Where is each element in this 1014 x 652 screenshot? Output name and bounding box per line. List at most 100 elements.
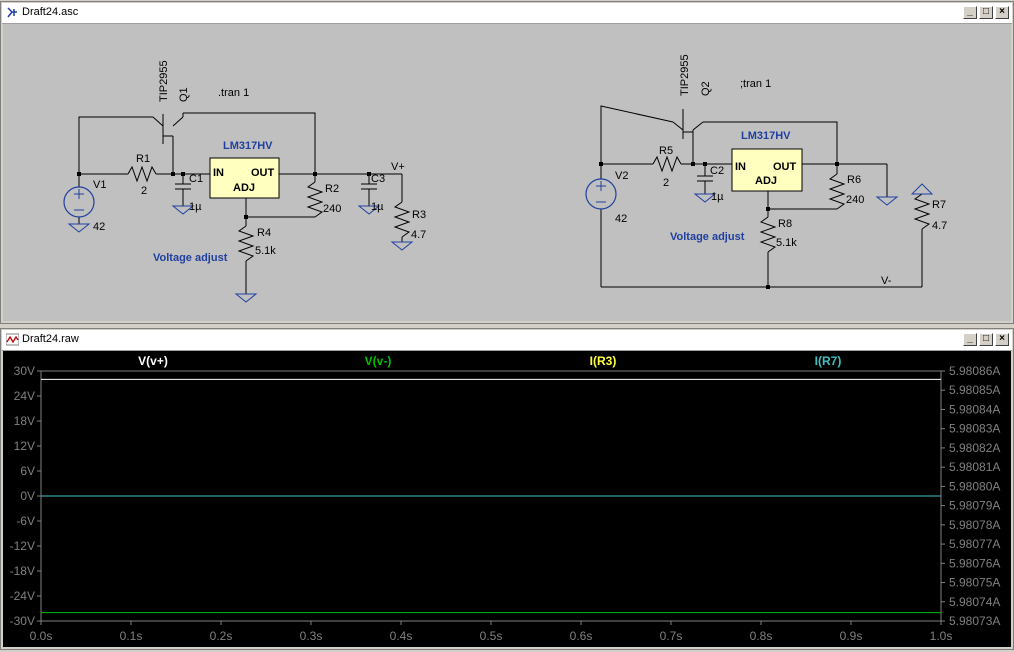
y-right-tick-label: 5.98076A <box>949 556 1000 570</box>
lm317-label-2: LM317HV <box>741 130 791 142</box>
plot-title: Draft24.raw <box>22 333 79 345</box>
y-right-tick-label: 5.98081A <box>949 460 1000 474</box>
adj-pin-2: ADJ <box>755 175 777 187</box>
v2-label: V2 <box>615 170 628 182</box>
r2-label: R2 <box>325 183 339 195</box>
c3-value: 1µ <box>371 201 384 213</box>
plot-window[interactable]: Draft24.raw _ □ × V(v+) V(v-) I(R3) I(R7) 3… <box>0 328 1014 650</box>
c2-value: 1µ <box>711 191 724 203</box>
in-pin-2: IN <box>735 161 746 173</box>
legend-i-r3-: I(R3) <box>590 354 617 368</box>
out-pin-1: OUT <box>251 167 275 179</box>
y-right-tick-label: 5.98083A <box>949 422 1000 436</box>
x-tick-label: 0.8s <box>750 629 773 643</box>
maximize-button[interactable]: □ <box>979 333 993 346</box>
y-left-tick-label: 12V <box>14 439 35 453</box>
lm317-box-2[interactable] <box>731 148 803 192</box>
schematic-title: Draft24.asc <box>22 6 79 18</box>
v1-source-icon <box>63 186 95 218</box>
r5-label: R5 <box>659 145 673 157</box>
x-tick-label: 0.0s <box>30 629 53 643</box>
adj-pin-1: ADJ <box>233 182 255 194</box>
y-left-tick-label: -30V <box>10 614 35 628</box>
r1-label: R1 <box>136 153 150 165</box>
r4-label: R4 <box>257 227 271 239</box>
y-left-tick-label: 18V <box>14 414 35 428</box>
y-left-tick-label: 0V <box>20 489 35 503</box>
v2-value: 42 <box>615 213 627 225</box>
y-right-tick-label: 5.98080A <box>949 479 1000 493</box>
y-left-tick-label: -24V <box>10 589 35 603</box>
v1-label: V1 <box>93 179 106 191</box>
y-right-tick-label: 5.98084A <box>949 402 1000 416</box>
x-tick-label: 0.1s <box>120 629 143 643</box>
waveform-plot[interactable]: V(v+)V(v-)I(R3)I(R7) 30V24V18V12V6V0V-6V… <box>3 351 1011 647</box>
c1-value: 1µ <box>189 201 202 213</box>
lm317-box-1[interactable] <box>209 157 280 199</box>
maximize-button[interactable]: □ <box>979 6 993 19</box>
minimize-button[interactable]: _ <box>963 6 977 19</box>
close-button[interactable]: × <box>995 333 1009 346</box>
close-button[interactable]: × <box>995 6 1009 19</box>
x-tick-label: 0.3s <box>300 629 323 643</box>
r6-value: 240 <box>846 194 864 206</box>
in-pin-1: IN <box>213 167 224 179</box>
r2-value: 240 <box>323 203 341 215</box>
y-right-tick-label: 5.98074A <box>949 595 1000 609</box>
schematic-canvas[interactable]: TIP2955 Q1 .tran 1 LM317HV IN OUT ADJ V1… <box>3 24 1011 321</box>
y-right-tick-label: 5.98086A <box>949 364 1000 378</box>
r3-value: 4.7 <box>411 229 426 241</box>
y-left-tick-label: 24V <box>14 389 35 403</box>
tran-directive-1[interactable]: .tran 1 <box>218 87 249 99</box>
q2-ref-label: Q2 <box>700 81 712 96</box>
y-right-tick-label: 5.98075A <box>949 576 1000 590</box>
r5-value: 2 <box>663 177 669 189</box>
x-tick-label: 0.5s <box>480 629 503 643</box>
voltage-adjust-label-2: Voltage adjust <box>670 231 745 243</box>
x-tick-label: 0.2s <box>210 629 233 643</box>
c2-label: C2 <box>710 165 724 177</box>
schematic-window[interactable]: Draft24.asc _ □ × <box>0 1 1014 324</box>
x-tick-label: 0.4s <box>390 629 413 643</box>
r8-label: R8 <box>778 218 792 230</box>
waveform-app-icon <box>6 333 19 346</box>
vminus-label: V- <box>881 275 892 287</box>
legend-v-v-: V(v-) <box>365 354 392 368</box>
x-tick-label: 0.6s <box>570 629 593 643</box>
x-tick-label: 1.0s <box>930 629 953 643</box>
y-right-tick-label: 5.98079A <box>949 499 1000 513</box>
lm317-label-1: LM317HV <box>223 140 273 152</box>
minimize-button[interactable]: _ <box>963 333 977 346</box>
x-tick-label: 0.9s <box>840 629 863 643</box>
schematic-app-icon <box>7 7 17 18</box>
r6-label: R6 <box>847 174 861 186</box>
y-left-tick-label: -12V <box>10 539 35 553</box>
x-tick-label: 0.7s <box>660 629 683 643</box>
r8-value: 5.1k <box>776 237 797 249</box>
r7-label: R7 <box>932 199 946 211</box>
y-right-tick-label: 5.98085A <box>949 383 1000 397</box>
q2-part-label: TIP2955 <box>679 54 691 96</box>
c1-label: C1 <box>189 173 203 185</box>
legend-i-r7-: I(R7) <box>815 354 842 368</box>
plot-titlebar[interactable]: Draft24.raw _ □ × <box>2 330 1012 351</box>
r7-value: 4.7 <box>932 220 947 232</box>
vplus-label: V+ <box>391 161 405 173</box>
q1-ref-label: Q1 <box>178 87 190 102</box>
y-right-tick-label: 5.98078A <box>949 518 1000 532</box>
out-pin-2: OUT <box>773 161 797 173</box>
tran-directive-2[interactable]: ;tran 1 <box>740 78 771 90</box>
c3-label: C3 <box>371 173 385 185</box>
r1-value: 2 <box>141 185 147 197</box>
y-left-tick-label: 6V <box>20 464 35 478</box>
voltage-adjust-label-1: Voltage adjust <box>153 252 228 264</box>
schematic-titlebar[interactable]: Draft24.asc _ □ × <box>2 3 1012 24</box>
y-right-tick-label: 5.98082A <box>949 441 1000 455</box>
r3-label: R3 <box>412 209 426 221</box>
q1-part-label: TIP2955 <box>158 60 170 102</box>
legend-v-v-: V(v+) <box>138 354 168 368</box>
y-left-tick-label: 30V <box>14 364 35 378</box>
v1-value: 42 <box>93 221 105 233</box>
y-right-tick-label: 5.98073A <box>949 614 1000 628</box>
y-left-tick-label: -18V <box>10 564 35 578</box>
